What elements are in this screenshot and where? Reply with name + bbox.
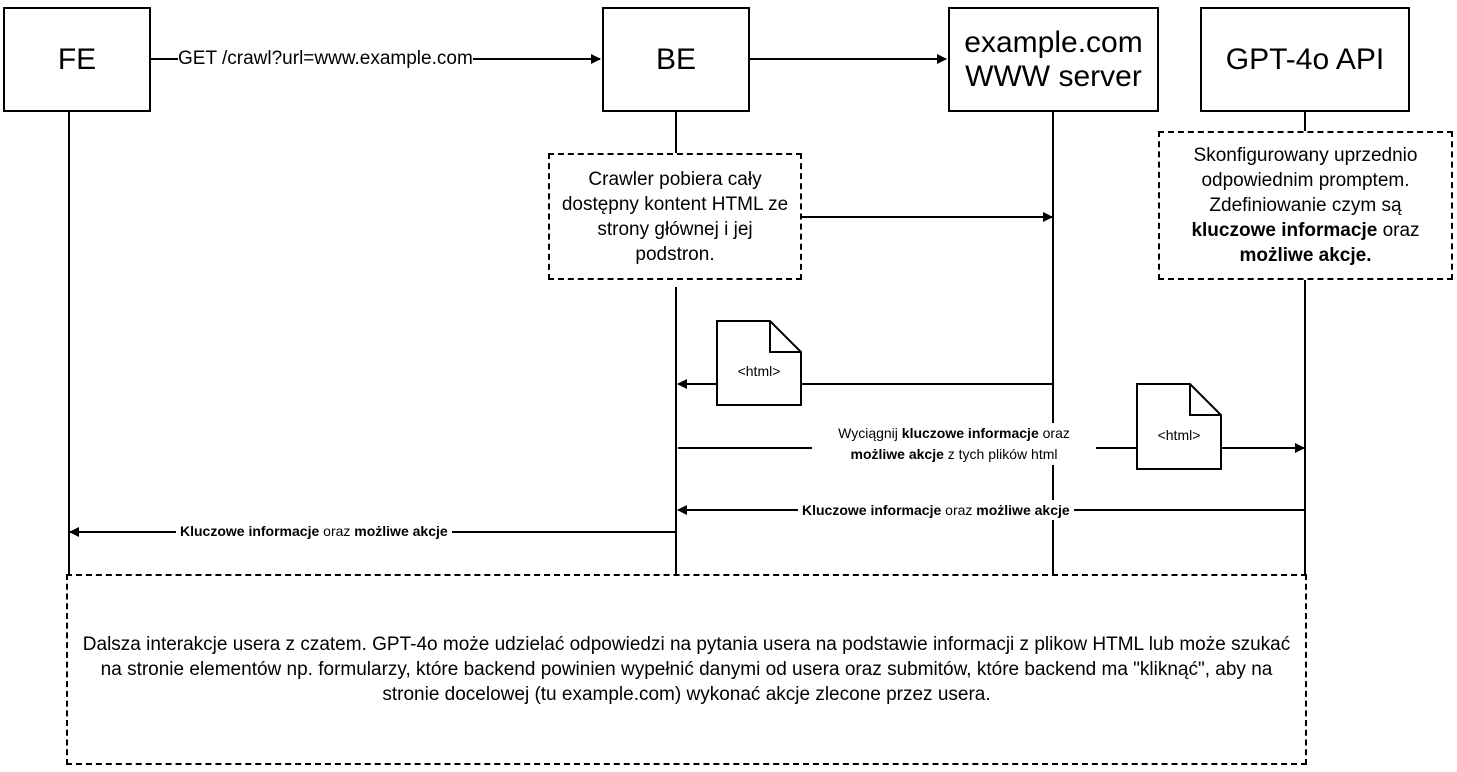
gpt-config-bold-1: kluczowe informacje bbox=[1191, 220, 1378, 241]
extract-text-1: Wyciągnij bbox=[838, 425, 898, 441]
html-document-label-2: <html> bbox=[1157, 427, 1201, 443]
html-document-fold-2 bbox=[1189, 384, 1221, 416]
get-request-label: GET /crawl?url=www.example.com bbox=[178, 47, 473, 71]
html-document-shape-1 bbox=[716, 320, 802, 406]
get-request-text: GET /crawl?url=www.example.com bbox=[178, 48, 473, 69]
gpt-config-note-text: Skonfigurowany uprzednio odpowiednim pro… bbox=[1168, 143, 1443, 268]
be-actor: BE bbox=[602, 7, 750, 112]
html-document-label-1: <html> bbox=[737, 363, 781, 379]
server-actor: example.com WWW server bbox=[948, 7, 1159, 112]
server-actor-label-line2: WWW server bbox=[965, 59, 1142, 93]
gpt-reply-label: Kluczowe informacje oraz możliwe akcje bbox=[798, 500, 1074, 520]
gpt-actor-label: GPT-4o API bbox=[1225, 42, 1385, 76]
extract-bold-1: kluczowe informacje bbox=[901, 425, 1039, 441]
gpt-config-text-1: Skonfigurowany uprzednio odpowiednim pro… bbox=[1193, 145, 1418, 216]
html-document-fold-1 bbox=[769, 321, 801, 353]
be-actor-label: BE bbox=[655, 42, 697, 76]
gpt-reply-bold-2: możliwe akcje bbox=[976, 502, 1070, 518]
html-document-shape-2 bbox=[1136, 383, 1222, 470]
fe-reply-bold-2: możliwe akcje bbox=[354, 523, 448, 539]
gpt-reply-bold-1: Kluczowe informacje bbox=[802, 502, 942, 518]
gpt-config-text-2: oraz bbox=[1382, 220, 1420, 241]
final-note-text: Dalsza interakcje usera z czatem. GPT-4o… bbox=[82, 634, 1291, 705]
crawler-note-text: Crawler pobiera cały dostępny kontent HT… bbox=[561, 168, 789, 265]
fe-actor: FE bbox=[3, 7, 151, 112]
server-actor-label-line1: example.com bbox=[964, 25, 1143, 59]
gpt-reply-mid: oraz bbox=[945, 502, 973, 518]
fe-actor-label: FE bbox=[57, 42, 97, 76]
extract-bold-2: możliwe akcje bbox=[850, 446, 944, 462]
fe-reply-label: Kluczowe informacje oraz możliwe akcje bbox=[176, 521, 452, 541]
extract-message-label: Wyciągnij kluczowe informacje oraz możli… bbox=[812, 423, 1096, 465]
gpt-actor: GPT-4o API bbox=[1200, 7, 1410, 112]
extract-text-3: z tych plików html bbox=[947, 446, 1058, 462]
crawler-note: Crawler pobiera cały dostępny kontent HT… bbox=[548, 153, 802, 280]
gpt-config-bold-2: możliwe akcje. bbox=[1239, 245, 1372, 266]
fe-reply-mid: oraz bbox=[323, 523, 351, 539]
extract-text-2: oraz bbox=[1042, 425, 1070, 441]
fe-reply-bold-1: Kluczowe informacje bbox=[180, 523, 320, 539]
final-note: Dalsza interakcje usera z czatem. GPT-4o… bbox=[66, 574, 1307, 765]
gpt-config-note: Skonfigurowany uprzednio odpowiednim pro… bbox=[1158, 131, 1453, 280]
